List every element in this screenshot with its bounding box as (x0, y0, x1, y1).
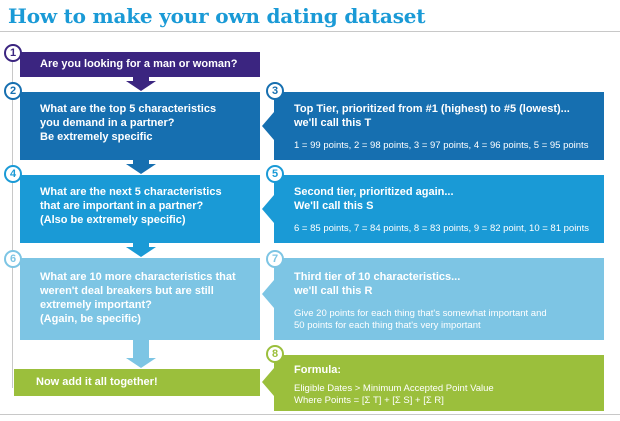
arrow-down-4 (126, 340, 156, 368)
step-1-question: Are you looking for a man or woman? (40, 58, 238, 70)
step-6-question: What are 10 more characteristics that we… (40, 271, 236, 325)
step-4-question: What are the next 5 characteristics that… (40, 186, 222, 226)
step-7-box: Third tier of 10 characteristics... we'l… (274, 258, 604, 340)
step-2-question: What are the top 5 characteristics you d… (40, 103, 217, 143)
step-3-pointer (262, 112, 274, 140)
step-7-heading: Third tier of 10 characteristics... we'l… (294, 271, 461, 297)
step-8-box: Formula: Eligible Dates > Minimum Accept… (274, 355, 604, 411)
arrow-down-2 (126, 160, 156, 174)
top-rule (0, 31, 620, 32)
step-3-badge: 3 (266, 82, 284, 100)
step-4-badge: 4 (4, 165, 22, 183)
step-7-pointer (262, 280, 274, 308)
step-3-box: Top Tier, prioritized from #1 (highest) … (274, 92, 604, 160)
step-8-heading: Formula: (294, 364, 342, 376)
arrow-down-3 (126, 243, 156, 257)
step-6-box: What are 10 more characteristics that we… (20, 258, 260, 340)
bottom-rule (0, 414, 620, 415)
step-5-detail: 6 = 85 points, 7 = 84 points, 8 = 83 poi… (294, 223, 589, 234)
step-7-badge: 7 (266, 250, 284, 268)
step-5-heading: Second tier, prioritized again... We'll … (294, 186, 454, 212)
arrow-down-1 (126, 77, 156, 91)
final-step-text: Now add it all together! (36, 376, 158, 388)
step-1-box: Are you looking for a man or woman? (20, 52, 260, 77)
step-5-badge: 5 (266, 165, 284, 183)
step-8-pointer (262, 368, 274, 396)
step-6-badge: 6 (4, 250, 22, 268)
step-1-badge: 1 (4, 44, 22, 62)
step-5-box: Second tier, prioritized again... We'll … (274, 175, 604, 243)
step-7-detail: Give 20 points for each thing that's som… (294, 308, 547, 331)
step-2-box: What are the top 5 characteristics you d… (20, 92, 260, 160)
step-3-detail: 1 = 99 points, 2 = 98 points, 3 = 97 poi… (294, 140, 589, 151)
page-title: How to make your own dating dataset (8, 4, 426, 28)
step-5-pointer (262, 195, 274, 223)
step-2-badge: 2 (4, 82, 22, 100)
step-8-badge: 8 (266, 345, 284, 363)
step-8-formula: Eligible Dates > Minimum Accepted Point … (294, 383, 494, 406)
step-4-box: What are the next 5 characteristics that… (20, 175, 260, 243)
step-3-heading: Top Tier, prioritized from #1 (highest) … (294, 103, 570, 129)
left-guide-line (12, 48, 13, 388)
final-step-box: Now add it all together! (14, 369, 260, 396)
